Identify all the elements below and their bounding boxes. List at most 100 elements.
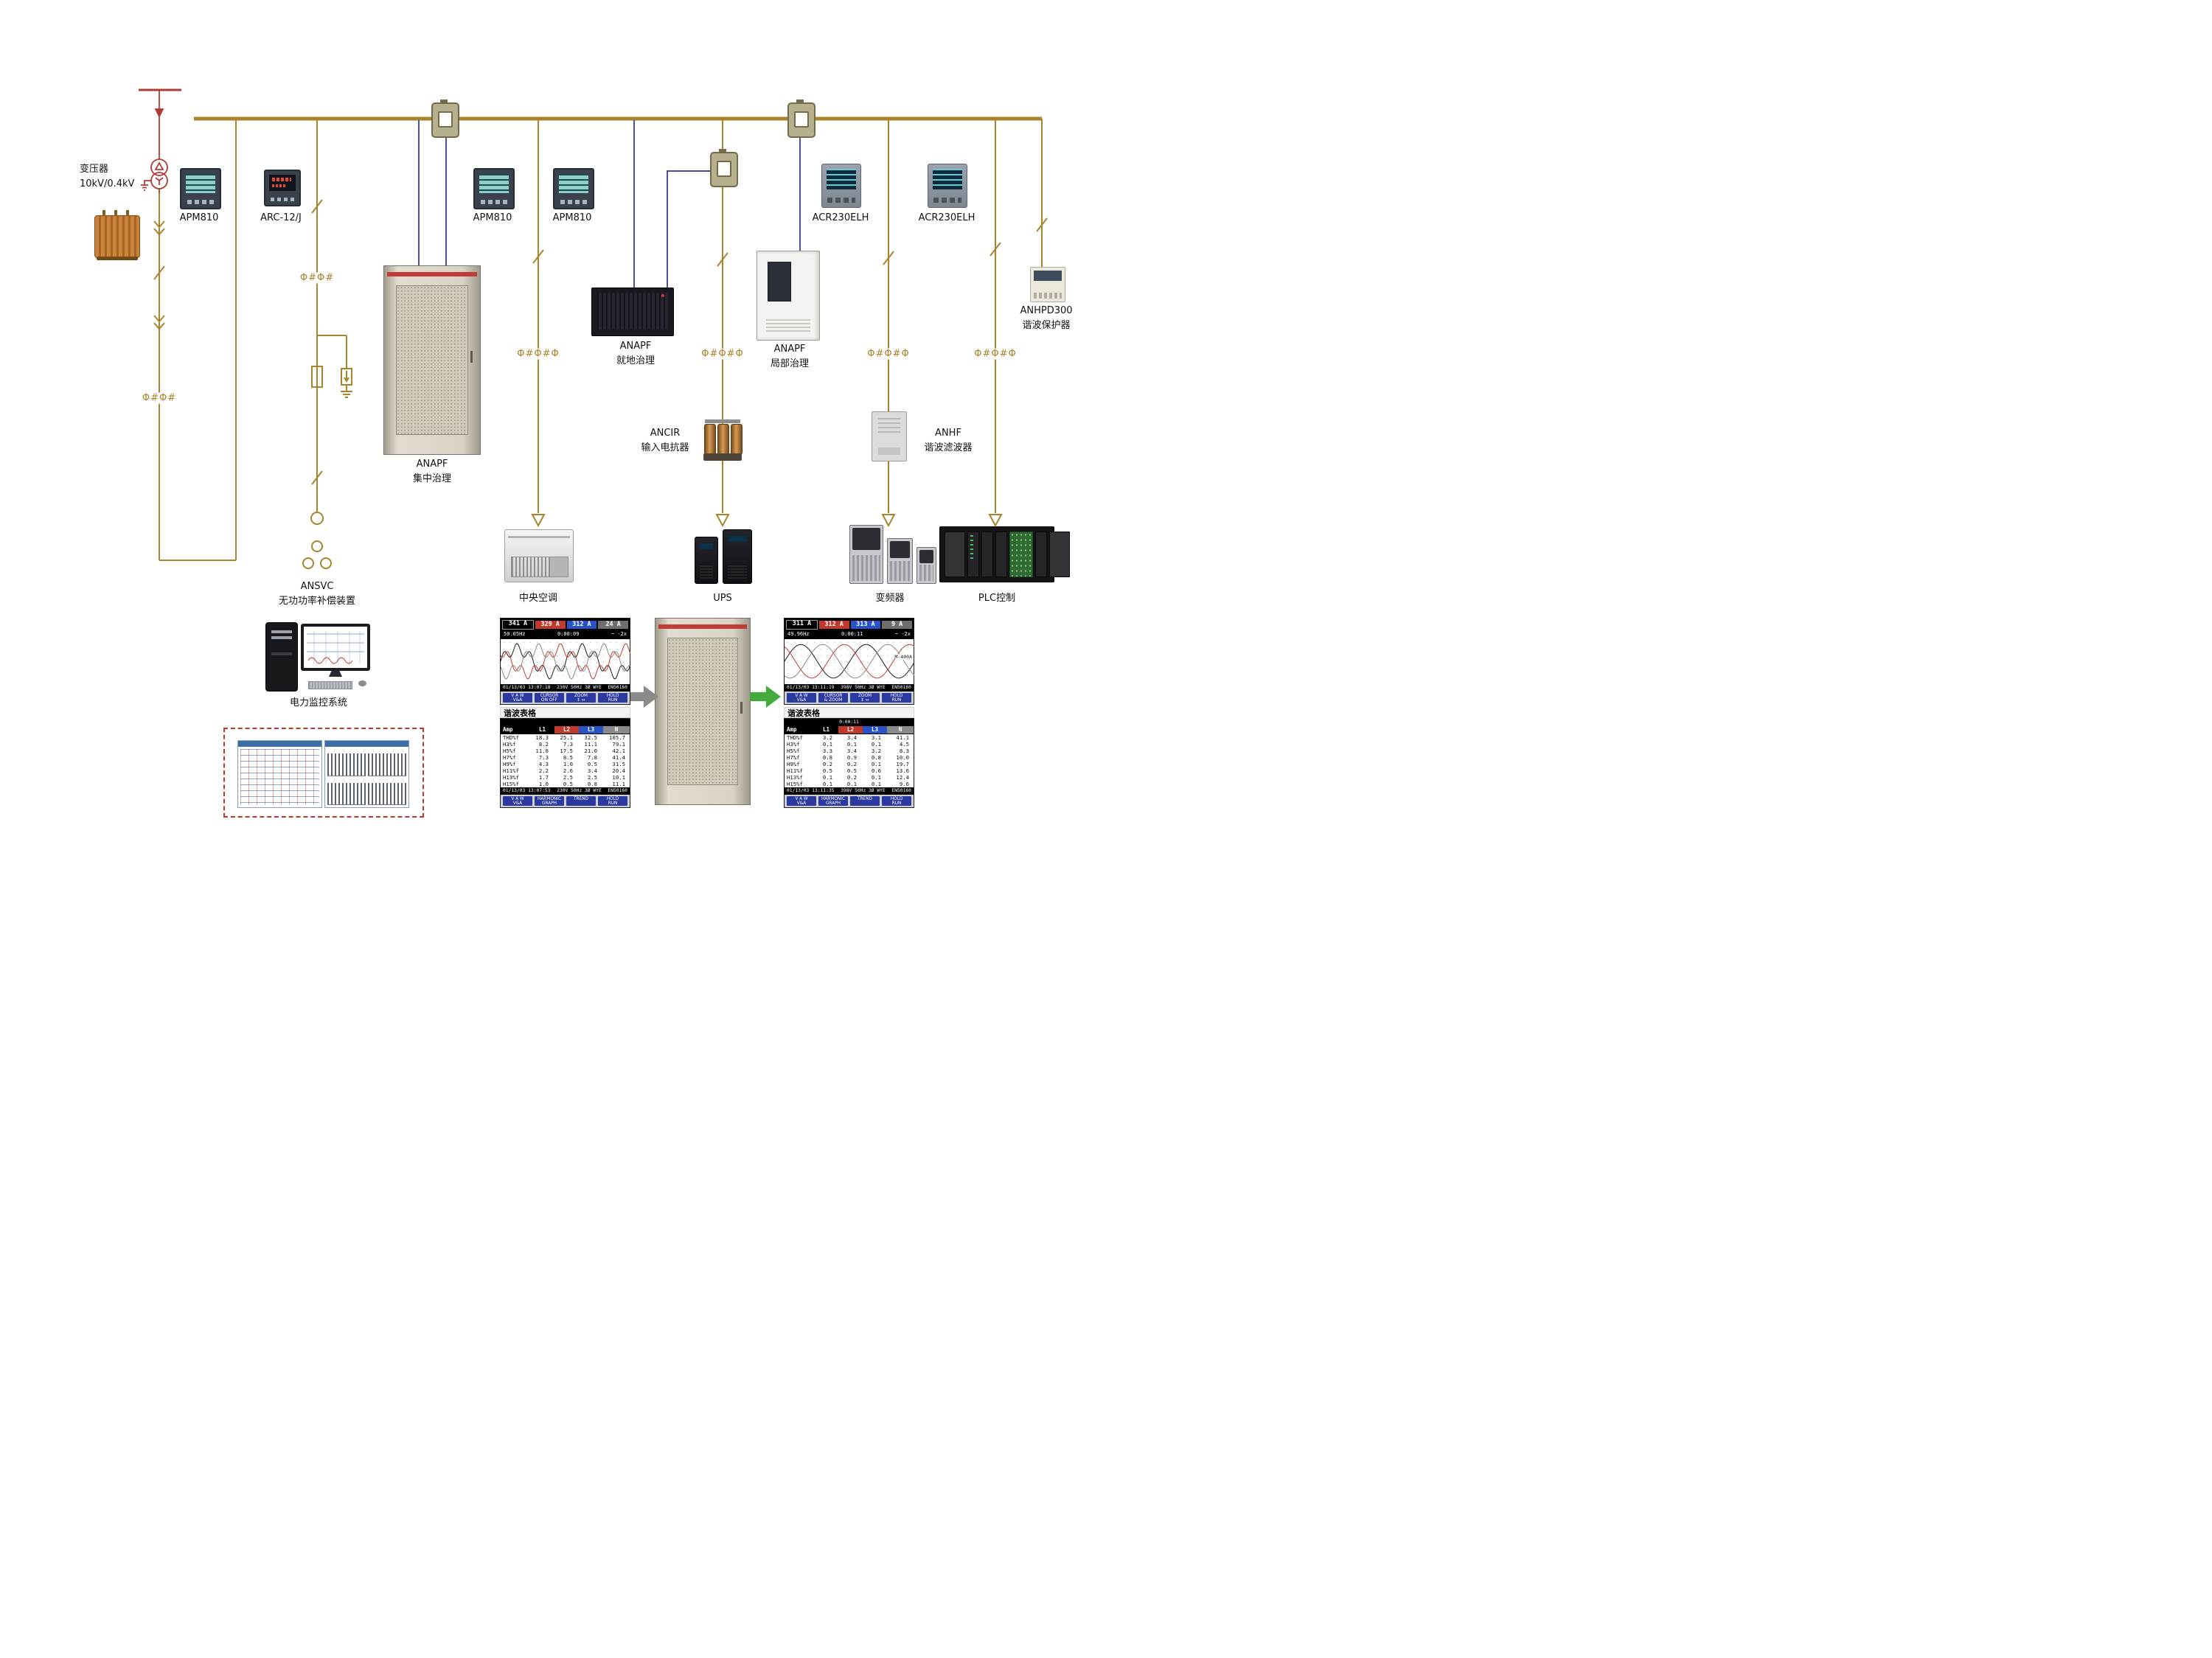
ground-symbol <box>341 391 352 398</box>
harmonic-value: 8.5 <box>563 754 573 761</box>
breaker-symbol <box>717 252 728 267</box>
col-n: N <box>603 726 630 734</box>
softkey: TREND <box>850 796 880 806</box>
table-time: 0:00:11 <box>785 719 914 725</box>
meter-buttons <box>827 198 855 203</box>
ct-blue-wiring <box>418 120 801 288</box>
ct-symbol: Φ#Φ#Φ <box>515 348 561 360</box>
incomer-red-wiring <box>139 88 181 193</box>
plc-label: PLC控制 <box>978 593 1016 604</box>
col-amp: Amp <box>503 726 513 733</box>
anapf-central-cabinet-image <box>383 265 481 455</box>
harmonic-value: 7.3 <box>538 754 549 761</box>
timestamp: 01/13/03 13:11:19 <box>787 685 835 690</box>
harmonic-value: 0.6 <box>871 767 881 774</box>
oil-transformer-image <box>94 210 140 260</box>
vfd-drive <box>917 547 936 584</box>
anapf-partial-label: ANAPF 局部治理 <box>770 344 810 369</box>
harmonic-value: 2.5 <box>563 774 573 781</box>
harmonic-value: 19.7 <box>896 761 909 767</box>
breaker-symbol <box>532 249 544 264</box>
reactor-coil <box>717 424 729 455</box>
anapf-central-label: ANAPF 集中治理 <box>412 459 452 484</box>
scada-content <box>240 749 319 805</box>
pc-tower <box>265 622 298 692</box>
rack-front <box>597 293 668 330</box>
pc-screen <box>304 627 367 668</box>
harmonic-value: 10.1 <box>612 774 625 781</box>
harmonic-name: H15%f <box>787 781 803 787</box>
reactor-coil <box>704 424 716 455</box>
harmonic-name: H9%f <box>787 761 800 767</box>
cabinet-window <box>768 262 791 302</box>
apm810-meter-image <box>180 168 221 209</box>
cabinet-handle <box>470 350 473 363</box>
ct-clamp-image <box>787 100 815 138</box>
transformer-symbol <box>150 159 168 189</box>
ct-symbol: Φ#Φ#Φ <box>866 348 911 360</box>
harmonic-value: 0.1 <box>846 781 857 787</box>
table-header: Amp L1 L2 L3 N <box>501 725 630 734</box>
softkey: HOLD RUN <box>598 796 627 806</box>
meter-screen <box>559 174 588 193</box>
harmonic-value: 3.4 <box>846 734 857 741</box>
value-l2: 312 A <box>818 620 849 629</box>
feeder-arrow <box>988 514 1003 528</box>
harmonic-value: 25.1 <box>560 734 573 741</box>
pc-monitor <box>301 624 370 671</box>
meter-screen <box>186 174 215 193</box>
ct-symbol: Φ#Φ# <box>298 272 336 284</box>
rack-led <box>661 294 664 297</box>
ancir-label: ANCIR 输入电抗器 <box>641 428 689 453</box>
range-readout: ~ -2x <box>894 631 911 637</box>
status-bar: 01/13/03 13:07:53 230V 50Hz 3Ø WYE EN501… <box>501 787 630 795</box>
harmonic-value: 7.8 <box>587 754 597 761</box>
wave-info-bar: 49.96Hz 0:00:11 ~ -2x <box>785 630 914 638</box>
ups-tower <box>723 529 752 584</box>
col-l1: L1 <box>538 726 546 733</box>
monitor-stand <box>329 671 342 677</box>
col-l1: L1 <box>822 726 830 733</box>
phase-current-values: 311 A 312 A 313 A 9 A <box>785 619 914 630</box>
harmonic-value: 4.5 <box>899 741 909 748</box>
harmonic-value: 18.3 <box>535 734 549 741</box>
cabinet-vent-grid <box>396 285 468 435</box>
col-l3: L3 <box>579 726 603 734</box>
source-arrow <box>154 108 164 119</box>
ups-towers-image <box>695 529 752 584</box>
phase-current-values: 341 A 329 A 312 A 24 A <box>501 619 630 630</box>
harmonic-value: 3.2 <box>871 748 881 754</box>
harmonic-value: 0.8 <box>822 754 832 761</box>
harmonic-value: 0.1 <box>871 781 881 787</box>
ansvc-label: ANSVC 无功功率补偿装置 <box>278 581 356 607</box>
plc-module <box>981 532 993 577</box>
feeder-arrow <box>531 514 546 528</box>
central-ac-image <box>504 529 574 582</box>
harmonic-value: 0.1 <box>822 781 832 787</box>
harmonic-name: H13%f <box>787 774 803 781</box>
ac-side-panel <box>549 557 568 577</box>
vfd-group-image <box>849 525 936 584</box>
softkey: HARMONIC GRAPH <box>818 796 848 806</box>
central-ac-label: 中央空调 <box>518 593 558 604</box>
reactor-coil <box>731 424 742 455</box>
wave-screen: 311 A 312 A 313 A 9 A 49.96Hz 0:00:11 ~ … <box>784 618 915 705</box>
softkey-bar: V A W V&A CURSOR ON OFF ZOOM ↕ ↔ HOLD RU… <box>501 692 630 704</box>
acr230elh-meter-image <box>928 164 967 208</box>
freq-readout: 50.05Hz <box>504 631 526 637</box>
value-l2: 329 A <box>535 620 566 629</box>
softkey: V A W V&A <box>787 693 816 703</box>
harmonic-value: 31.5 <box>612 761 625 767</box>
harmonic-name: H13%f <box>503 774 519 781</box>
softkey-bar: V A W V&A CURSOR & ZOOM ZOOM ↕ ↔ HOLD RU… <box>785 692 914 704</box>
amplitude-label: M-400A <box>894 654 912 660</box>
status-bar: 01/13/03 13:11:19 398V 50Hz 3Ø WYE EN501… <box>785 684 914 692</box>
harmonic-name: H7%f <box>787 754 800 761</box>
harmonic-name: H15%f <box>503 781 519 787</box>
